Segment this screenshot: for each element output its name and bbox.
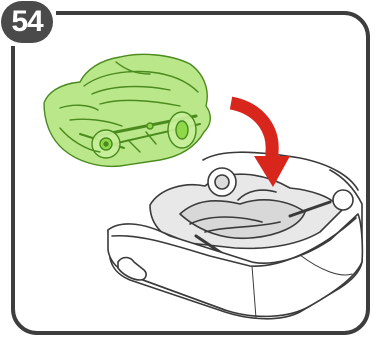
step-badge-bubble: 54	[1, 1, 53, 43]
step-number: 54	[11, 7, 42, 37]
storage-bag-icon	[108, 152, 362, 319]
folded-stroller-icon	[44, 54, 210, 166]
step-badge: 54	[0, 0, 56, 46]
